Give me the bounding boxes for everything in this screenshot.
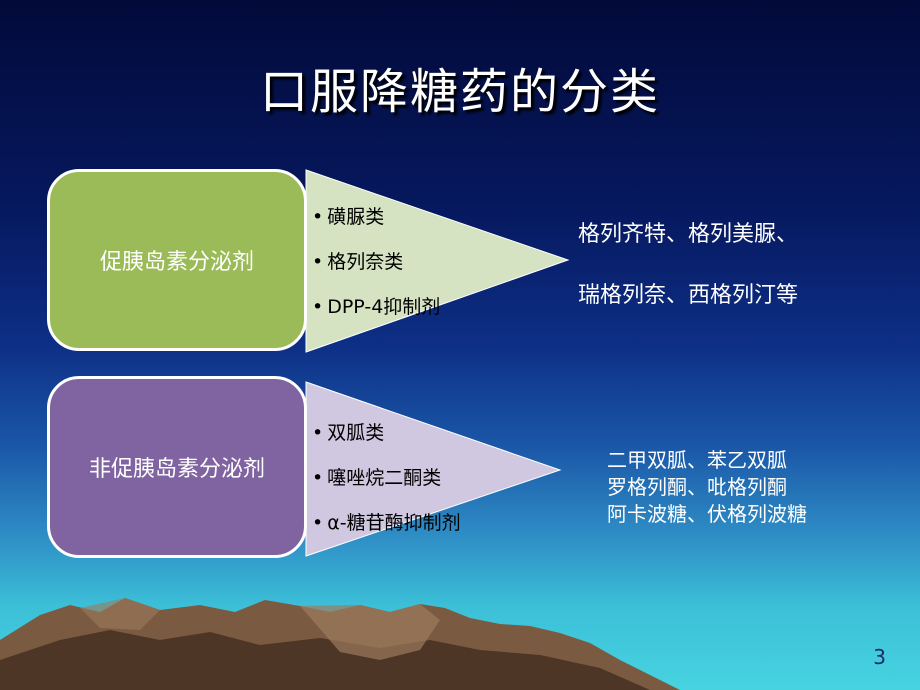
list-item: DPP-4抑制剂 bbox=[312, 296, 440, 341]
category-label: 非促胰岛素分泌剂 bbox=[88, 457, 265, 482]
example-drugs-line: 罗格列酮、吡格列酮 bbox=[607, 475, 787, 499]
list-item: 双胍类 bbox=[312, 422, 461, 467]
list-item: 磺脲类 bbox=[312, 206, 440, 251]
category-label: 促胰岛素分泌剂 bbox=[99, 250, 254, 275]
slide-title: 口服降糖药的分类 bbox=[259, 64, 660, 120]
drug-class-list-1: 磺脲类 格列奈类 DPP-4抑制剂 bbox=[312, 206, 440, 341]
page-number: 3 bbox=[873, 645, 886, 669]
category-box-non-secretagogues: 非促胰岛素分泌剂 bbox=[47, 376, 307, 558]
category-box-secretagogues: 促胰岛素分泌剂 bbox=[47, 169, 307, 351]
list-item: 噻唑烷二酮类 bbox=[312, 467, 461, 512]
list-item: α-糖苷酶抑制剂 bbox=[312, 512, 460, 557]
example-drugs-line: 瑞格列奈、西格列汀等 bbox=[578, 283, 799, 308]
drug-class-list-2: 双胍类 噻唑烷二酮类 α-糖苷酶抑制剂 bbox=[312, 422, 461, 557]
example-drugs-line: 阿卡波糖、伏格列波糖 bbox=[607, 502, 807, 526]
list-item: 格列奈类 bbox=[312, 251, 440, 296]
example-drugs-line: 格列齐特、格列美脲、 bbox=[578, 222, 799, 247]
example-drugs-line: 二甲双胍、苯乙双胍 bbox=[607, 448, 787, 472]
